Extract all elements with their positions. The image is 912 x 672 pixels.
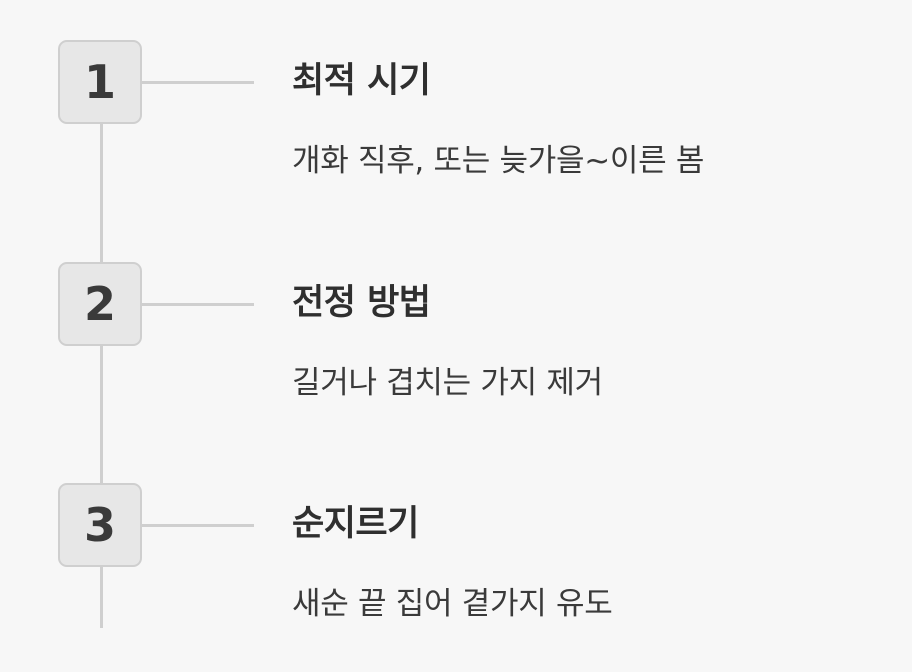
step-title: 순지르기 xyxy=(292,504,419,544)
step-title: 전정 방법 xyxy=(292,283,431,323)
step-connector-line xyxy=(142,524,254,527)
step-description: 새순 끝 집어 곁가지 유도 xyxy=(292,586,613,622)
step-number-badge: 3 xyxy=(58,483,142,567)
timeline-step-3: 3 순지르기 새순 끝 집어 곁가지 유도 xyxy=(0,483,912,643)
timeline-vertical-line xyxy=(100,82,103,628)
step-number-badge: 2 xyxy=(58,262,142,346)
timeline-step-2: 2 전정 방법 길거나 겹치는 가지 제거 xyxy=(0,262,912,422)
step-title: 최적 시기 xyxy=(292,61,431,101)
step-connector-line xyxy=(142,81,254,84)
timeline-step-1: 1 최적 시기 개화 직후, 또는 늦가을~이른 봄 xyxy=(0,40,912,200)
step-description: 길거나 겹치는 가지 제거 xyxy=(292,365,603,401)
step-description: 개화 직후, 또는 늦가을~이른 봄 xyxy=(292,143,705,179)
step-connector-line xyxy=(142,303,254,306)
step-number-badge: 1 xyxy=(58,40,142,124)
